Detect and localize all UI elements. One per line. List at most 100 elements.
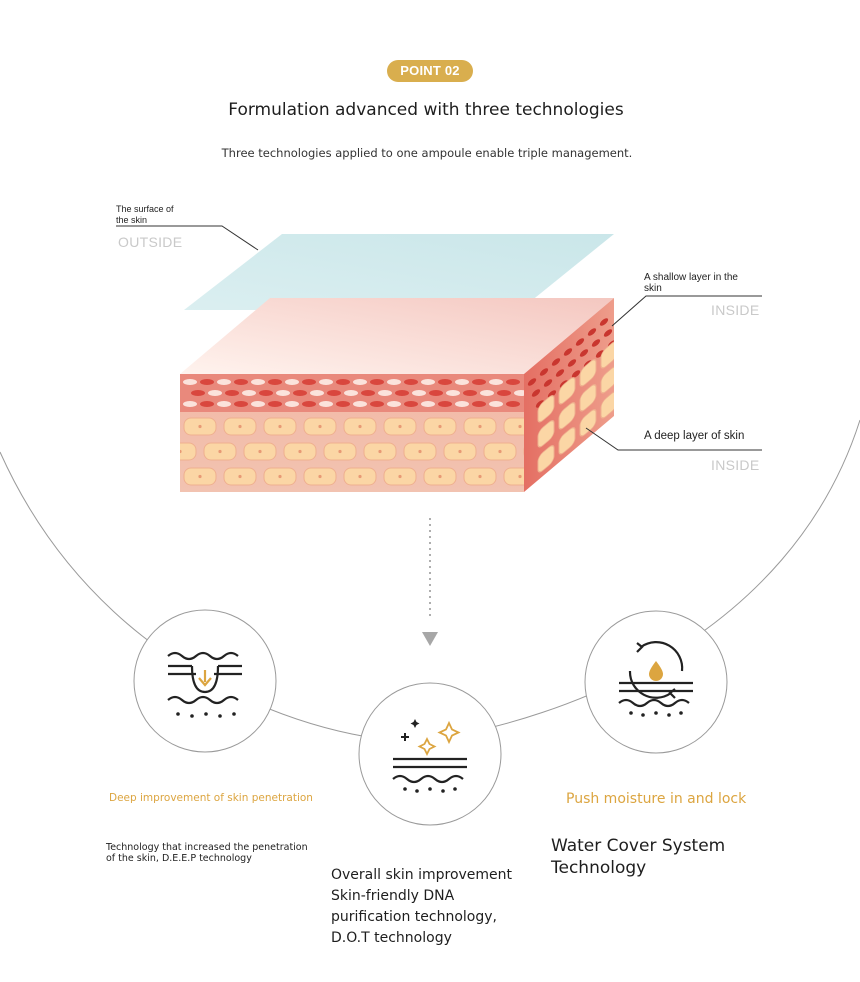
epidermis-cell xyxy=(183,401,197,407)
surface-label: The surface of the skin xyxy=(116,204,174,225)
epidermis-cell xyxy=(259,390,273,396)
epidermis-cell xyxy=(535,400,545,408)
epidermis-cell xyxy=(336,401,350,407)
cell-nucleus xyxy=(478,474,482,479)
epidermis-cell xyxy=(547,390,557,398)
epidermis-cell xyxy=(472,401,486,407)
epidermis-cell xyxy=(319,379,333,385)
tech-2-description: Skin-friendly DNA purification technolog… xyxy=(331,888,497,946)
epidermis-cell xyxy=(438,401,452,407)
epidermis-cell xyxy=(251,379,265,385)
epidermis-cell xyxy=(567,359,577,367)
epidermis-cell xyxy=(543,379,553,387)
leader-surface xyxy=(116,225,259,251)
cell-nucleus xyxy=(198,424,202,429)
epidermis-cell xyxy=(514,390,524,396)
epidermis-cell xyxy=(310,390,324,396)
epidermis-cell xyxy=(455,379,469,385)
epidermis-cell xyxy=(489,401,503,407)
tech-2-title: Overall skin improvement xyxy=(331,867,513,883)
epidermis-cell xyxy=(353,379,367,385)
epidermis-cell xyxy=(276,390,290,396)
epidermis-cell xyxy=(200,379,214,385)
cell-nucleus xyxy=(518,474,522,479)
epidermis-cell xyxy=(251,401,265,407)
epidermis-cell xyxy=(595,350,605,358)
dermis-cell xyxy=(537,420,555,448)
epidermis-cell xyxy=(302,401,316,407)
epidermis-cell xyxy=(200,401,214,407)
epidermis-cell xyxy=(404,379,418,385)
epidermis-cell xyxy=(268,379,282,385)
epidermis-cell xyxy=(217,379,231,385)
cell-nucleus xyxy=(358,474,362,479)
epidermis-cell xyxy=(217,401,231,407)
tech-1-description: Technology that increased the penetratio… xyxy=(106,842,308,864)
cell-nucleus xyxy=(438,474,442,479)
skin-surface-film xyxy=(184,234,614,310)
epidermis-cell xyxy=(463,390,477,396)
cell-nucleus xyxy=(258,449,262,454)
epidermis-cell xyxy=(412,390,426,396)
epidermis-cell xyxy=(378,390,392,396)
cell-nucleus xyxy=(318,424,322,429)
cell-nucleus xyxy=(318,474,322,479)
epidermis-cell xyxy=(506,379,520,385)
epidermis-cell xyxy=(319,401,333,407)
cell-nucleus xyxy=(558,475,561,478)
cell-nucleus xyxy=(198,474,202,479)
dermis-cell xyxy=(180,442,197,461)
cell-nucleus xyxy=(418,449,422,454)
epidermis-cell xyxy=(242,390,256,396)
epidermis-cell xyxy=(336,379,350,385)
cell-nucleus xyxy=(278,474,282,479)
outside-tag: OUTSIDE xyxy=(118,234,183,250)
epidermis-cell xyxy=(455,401,469,407)
dermis-cell xyxy=(579,384,597,412)
epidermis-cell xyxy=(285,379,299,385)
tech-3-description: Water Cover System Technology xyxy=(551,836,726,878)
cell-nucleus xyxy=(398,474,402,479)
epidermis-cell xyxy=(361,390,375,396)
epidermis-cell xyxy=(327,390,341,396)
section-subtitle: Three technologies applied to one ampoul… xyxy=(221,146,633,160)
epidermis-cell xyxy=(575,338,585,346)
dermis-cell xyxy=(537,395,555,423)
inside-tag-deep: INSIDE xyxy=(711,457,760,473)
cell-nucleus xyxy=(238,424,242,429)
dermis-cell xyxy=(579,359,597,387)
epidermis-cell xyxy=(370,401,384,407)
epidermis-cell xyxy=(387,401,401,407)
epidermis-cell xyxy=(191,390,205,396)
moisture-lock-icon xyxy=(584,610,728,754)
epidermis-cell xyxy=(404,401,418,407)
epidermis-cell xyxy=(587,328,597,336)
cell-nucleus xyxy=(458,449,462,454)
epidermis-cell xyxy=(302,379,316,385)
dermis-cell xyxy=(558,427,576,455)
dermis-cell xyxy=(600,391,614,419)
epidermis-cell xyxy=(506,401,520,407)
cell-nucleus xyxy=(438,424,442,429)
epidermis-cell xyxy=(555,369,565,377)
epidermis-cell xyxy=(234,379,248,385)
dermis-cell xyxy=(558,377,576,405)
epidermis-cell xyxy=(421,401,435,407)
cell-nucleus xyxy=(218,449,222,454)
cell-nucleus xyxy=(398,424,402,429)
cell-nucleus xyxy=(478,424,482,429)
skin-penetration-icon xyxy=(133,609,277,753)
epidermis-cell xyxy=(591,339,601,347)
epidermis-cell xyxy=(579,349,589,357)
epidermis-cell xyxy=(395,390,409,396)
epidermis-cell xyxy=(603,329,613,337)
epidermis-cell xyxy=(472,379,486,385)
epidermis-cell xyxy=(531,389,541,397)
epidermis-cell xyxy=(599,318,609,326)
epidermis-cell xyxy=(370,379,384,385)
section-title: Formulation advanced with three technolo… xyxy=(228,100,624,120)
shallow-layer-label: A shallow layer in the skin xyxy=(644,272,738,294)
leader-deep xyxy=(585,427,762,451)
epidermis-cell xyxy=(285,401,299,407)
inside-tag-shallow: INSIDE xyxy=(711,302,760,318)
